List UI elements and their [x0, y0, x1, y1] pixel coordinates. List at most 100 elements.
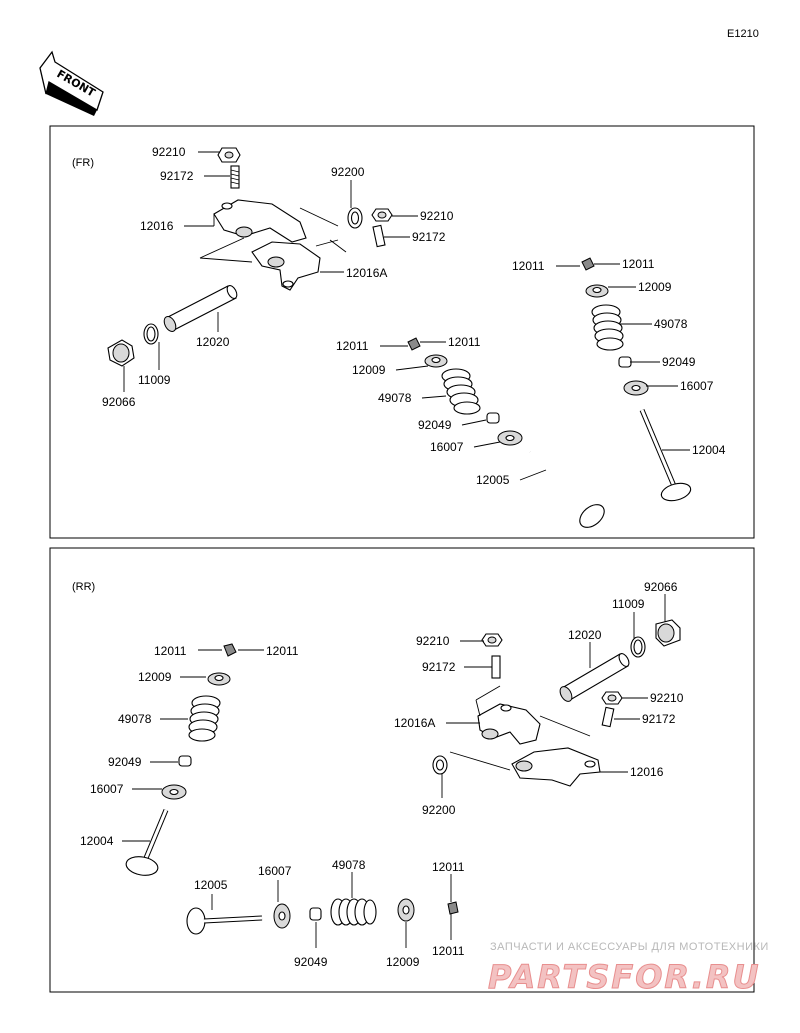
label-rr-92210-a: 92210 [416, 634, 450, 648]
leader-lines-fr [123, 151, 690, 481]
label-fr-12016: 12016 [140, 219, 174, 233]
leader-lines-rr [122, 594, 666, 948]
label-fr-12005: 12005 [476, 473, 510, 487]
label-rr-12011-b: 12011 [266, 644, 299, 658]
label-rr-12011-c: 12011 [432, 860, 465, 874]
label-rr-12020: 12020 [568, 628, 602, 642]
plug-92066-rr[interactable] [655, 619, 681, 647]
watermark: ЗАПЧАСТИ И АКСЕССУАРЫ ДЛЯ МОТОТЕХНИКИ PA… [488, 941, 769, 997]
spring-49078-fr-a[interactable] [441, 368, 481, 415]
washer-92200-rr[interactable] [432, 755, 448, 775]
spring-49078-rr-b[interactable] [330, 898, 377, 926]
label-fr-12009-a: 12009 [352, 363, 386, 377]
section-rr-frame [49, 547, 755, 993]
label-rr-12016: 12016 [630, 765, 664, 779]
label-fr-92049-b: 92049 [662, 355, 696, 369]
label-fr-49078-a: 49078 [378, 391, 412, 405]
section-fr-title: (FR) [72, 157, 94, 169]
label-rr-16007-b: 16007 [258, 864, 292, 878]
plug-92066-fr[interactable] [107, 339, 135, 367]
seal-92049-fr-b[interactable] [618, 356, 632, 368]
label-fr-12011-a: 12011 [512, 259, 545, 273]
o-ring-11009-rr[interactable] [630, 636, 646, 658]
label-rr-92200: 92200 [422, 803, 456, 817]
keeper-12011-fr-a[interactable] [581, 257, 595, 271]
seat-16007-rr[interactable] [161, 784, 187, 800]
rocker-arm-12016[interactable] [213, 199, 307, 243]
section-fr-frame [49, 125, 755, 539]
retainer-12009-rr[interactable] [207, 672, 231, 686]
label-rr-12004: 12004 [80, 834, 114, 848]
nut-92210-fr-a[interactable] [217, 147, 241, 163]
rocker-shaft-12020-fr[interactable] [162, 284, 239, 333]
label-fr-16007-b: 16007 [680, 379, 714, 393]
label-fr-92049-a: 92049 [418, 418, 452, 432]
valve-12005-rr[interactable] [186, 907, 263, 935]
seal-92049-rr[interactable] [178, 755, 192, 767]
rocker-arm-12016A[interactable] [251, 241, 321, 291]
front-arrow-icon: FRONT [39, 50, 104, 116]
keeper-12011-rr-a[interactable] [223, 643, 237, 657]
label-fr-12016A: 12016A [346, 266, 387, 280]
nut-92210-rr-a[interactable] [481, 633, 503, 647]
label-fr-12011-d: 12011 [448, 335, 481, 349]
label-fr-11009: 11009 [138, 373, 171, 387]
rocker-shaft-12020-rr[interactable] [558, 652, 631, 703]
nut-92210-rr-b[interactable] [601, 691, 623, 705]
label-rr-12011-a: 12011 [154, 644, 187, 658]
label-fr-12004: 12004 [692, 443, 726, 457]
section-rr-title: (RR) [72, 581, 95, 593]
adjust-screw-92172-rr-a[interactable] [491, 655, 501, 679]
label-rr-11009: 11009 [612, 597, 645, 611]
retainer-12009-fr-b[interactable] [585, 284, 609, 298]
label-rr-12009: 12009 [138, 670, 172, 684]
retainer-12009-fr-a[interactable] [424, 354, 448, 368]
o-ring-11009-fr[interactable] [143, 323, 159, 345]
label-rr-12011-d: 12011 [432, 944, 465, 958]
label-fr-92066: 92066 [102, 395, 136, 409]
seat-16007-fr-a[interactable] [497, 430, 523, 446]
nut-92210-fr-b[interactable] [371, 208, 393, 222]
seal-92049-fr-a[interactable] [486, 412, 500, 424]
label-fr-12020: 12020 [196, 335, 230, 349]
label-rr-92172-b: 92172 [642, 712, 676, 726]
section-fr: (FR) [49, 125, 755, 539]
adjust-screw-92172-rr-b[interactable] [601, 706, 615, 728]
spring-49078-rr[interactable] [188, 695, 221, 742]
label-rr-16007: 16007 [90, 782, 124, 796]
label-fr-49078-b: 49078 [654, 317, 688, 331]
keeper-12011-fr-c[interactable] [407, 337, 421, 351]
adjust-screw-92172-fr-a[interactable] [230, 165, 240, 189]
label-rr-92210-b: 92210 [650, 691, 684, 705]
label-fr-12011-c: 12011 [336, 339, 369, 353]
label-fr-92210-b: 92210 [420, 209, 454, 223]
label-rr-12016A: 12016A [394, 716, 435, 730]
valve-12005-fr[interactable] [528, 450, 609, 532]
adjust-screw-92172-fr-b[interactable] [372, 224, 386, 248]
watermark-tagline: ЗАПЧАСТИ И АКСЕССУАРЫ ДЛЯ МОТОТЕХНИКИ [490, 941, 769, 953]
washer-92200-fr[interactable] [347, 207, 363, 229]
valve-12004-rr[interactable] [125, 809, 169, 878]
spring-49078-fr-b[interactable] [591, 304, 624, 351]
label-fr-92172-b: 92172 [412, 230, 446, 244]
watermark-brand: PARTSFOR.RU [488, 958, 760, 996]
seal-92049-rr-b[interactable] [309, 907, 322, 921]
label-rr-12005: 12005 [194, 878, 228, 892]
rocker-arm-12016-rr[interactable] [511, 747, 601, 787]
valve-12004-fr[interactable] [639, 409, 693, 504]
keeper-12011-rr-c[interactable] [447, 901, 459, 915]
seat-16007-fr-b[interactable] [623, 380, 649, 396]
rocker-arm-12016A-rr[interactable] [477, 703, 541, 745]
diagram-code: E1210 [727, 28, 759, 40]
label-rr-92066: 92066 [644, 580, 678, 594]
label-fr-92172-a: 92172 [160, 169, 194, 183]
label-rr-92049-b: 92049 [294, 955, 328, 969]
section-rr: (RR) [49, 547, 755, 993]
label-fr-12009-b: 12009 [638, 280, 672, 294]
seat-16007-rr-b[interactable] [273, 903, 291, 929]
retainer-12009-rr-b[interactable] [397, 898, 415, 922]
label-fr-12011-b: 12011 [622, 257, 655, 271]
label-rr-92049: 92049 [108, 755, 142, 769]
label-fr-92200: 92200 [331, 165, 365, 179]
